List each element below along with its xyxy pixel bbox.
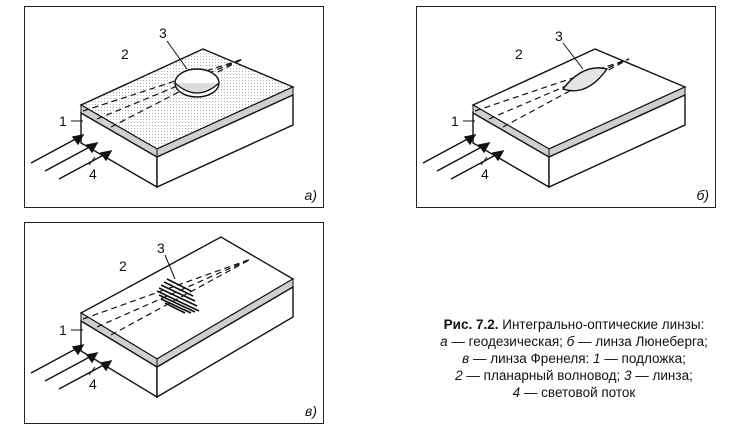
caption-key-c: в [462, 351, 470, 366]
label-lens: 3 [157, 240, 165, 256]
caption-desc-3: — линза; [631, 368, 693, 383]
caption-line-2: а — геодезическая; б — линза Люнеберга; [404, 333, 744, 350]
panel-c: 1 2 3 4 в) [24, 222, 324, 424]
luneburg-lens [561, 67, 609, 92]
caption-line-3: в — линза Френеля: 1 — подложка; [404, 350, 744, 367]
label-light-flow: 4 [89, 376, 97, 392]
caption-desc-b: — линза Люнеберга; [574, 334, 708, 349]
caption-line-4: 2 — планарный волновод; 3 — линза; [404, 367, 744, 384]
label-waveguide: 2 [119, 258, 127, 274]
caption-desc-c: — линза Френеля: [469, 351, 594, 366]
label-substrate: 1 [59, 113, 67, 129]
label-substrate: 1 [59, 322, 67, 338]
panel-tag: а) [304, 187, 317, 203]
panel-a: 1 2 3 4 а) [24, 6, 324, 208]
substrate-right-face [156, 285, 294, 399]
light-flow-arrows [30, 134, 113, 180]
panel-tag: в) [305, 403, 317, 419]
caption-desc-2: — планарный волновод; [462, 368, 624, 383]
figure-caption: Рис. 7.2. Интегрально-оптические линзы: … [404, 316, 744, 401]
ray-lines [82, 58, 244, 128]
caption-desc-4: — световой поток [520, 385, 636, 400]
light-flow-arrows [422, 134, 505, 180]
caption-desc-1: — подложка; [600, 351, 686, 366]
label-light-flow: 4 [481, 166, 489, 182]
caption-title: Интегрально-оптические линзы: [498, 317, 705, 332]
label-light-flow: 4 [89, 166, 97, 182]
caption-desc-a: — геодезическая; [447, 334, 567, 349]
substrate-right-face [156, 93, 294, 189]
light-flow-arrows [30, 344, 113, 390]
diagram-geodesic-lens: 1 2 3 4 [30, 25, 295, 189]
label-lens: 3 [159, 25, 167, 41]
substrate-right-face [548, 93, 686, 189]
caption-figure-number: Рис. 7.2. [443, 317, 499, 332]
caption-line-1: Рис. 7.2. Интегрально-оптические линзы: [404, 316, 744, 333]
caption-key-2: 2 [455, 368, 463, 383]
panel-b: 1 2 3 4 б) [416, 6, 716, 208]
fresnel-lens [156, 278, 200, 314]
label-waveguide: 2 [515, 46, 523, 62]
caption-key-1: 1 [593, 351, 601, 366]
caption-key-4: 4 [512, 385, 521, 400]
caption-key-b: б [566, 334, 575, 349]
caption-key-3: 3 [623, 368, 632, 383]
label-waveguide: 2 [121, 46, 129, 62]
diagram-fresnel-lens: 1 2 3 4 [30, 236, 295, 399]
panel-tag: б) [696, 187, 709, 203]
caption-line-5: 4 — световой поток [404, 384, 744, 401]
caption-key-a: а [440, 334, 448, 349]
diagram-luneburg-lens: 1 2 3 4 [422, 28, 687, 189]
label-lens: 3 [555, 28, 563, 44]
ray-lines [82, 258, 252, 336]
label-substrate: 1 [451, 113, 459, 129]
